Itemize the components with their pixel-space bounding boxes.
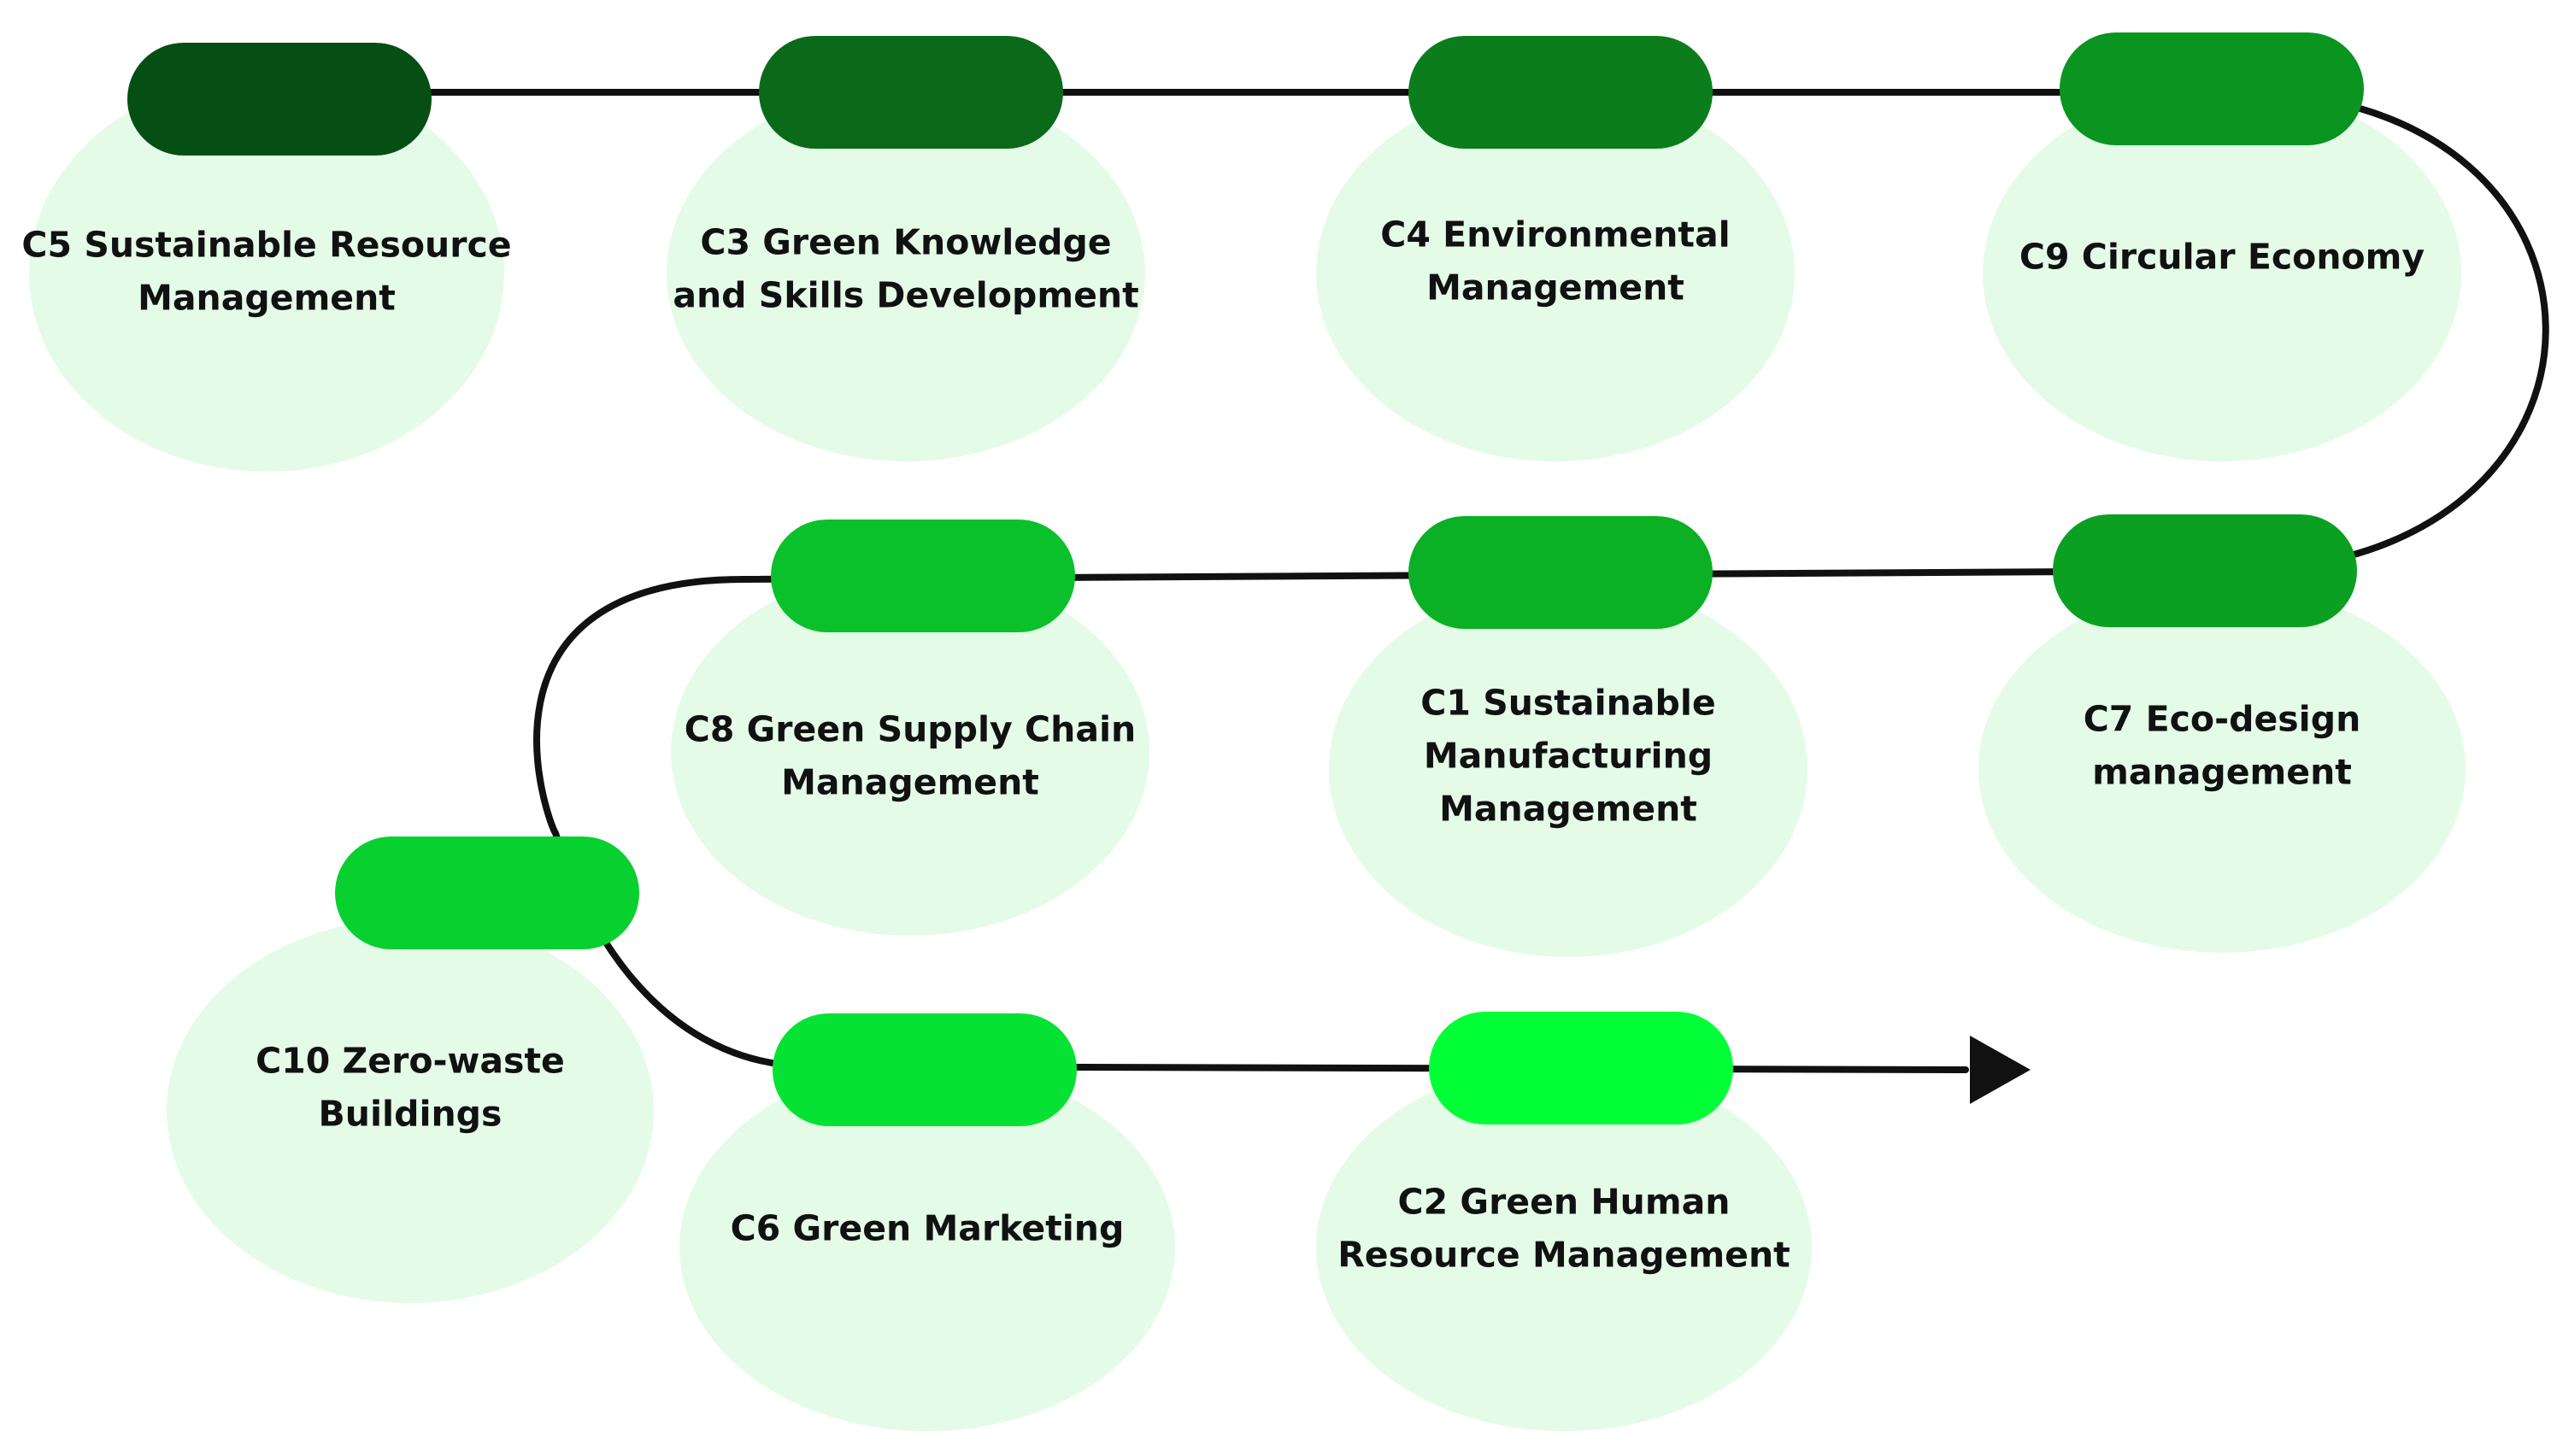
- label-line: Management: [138, 277, 396, 318]
- connector-path: [424, 89, 2549, 1073]
- label-line: C5 Sustainable Resource: [21, 224, 511, 265]
- blob-c4: [1316, 85, 1795, 461]
- blob-c7: [1978, 585, 2466, 953]
- label-line: C1 Sustainable: [1420, 682, 1715, 723]
- pill-c2: [1429, 1012, 1733, 1124]
- pill-c9: [2060, 32, 2364, 145]
- blob-layer: [29, 75, 2466, 1431]
- blob-c1: [1329, 581, 1808, 957]
- label-line: Management: [1439, 788, 1697, 829]
- label-c6: C6 Green Marketing: [731, 1207, 1125, 1248]
- label-line: C2 Green Human: [1398, 1181, 1731, 1222]
- label-line: Buildings: [319, 1093, 503, 1134]
- pill-c4: [1408, 36, 1713, 149]
- label-c9: C9 Circular Economy: [2019, 236, 2425, 277]
- label-line: C10 Zero-waste: [256, 1040, 565, 1081]
- pill-c5: [127, 43, 432, 156]
- label-line: C6 Green Marketing: [731, 1207, 1125, 1248]
- pill-c10: [335, 837, 639, 949]
- label-line: C9 Circular Economy: [2019, 236, 2425, 277]
- pill-c7: [2053, 514, 2357, 627]
- blob-c9: [1983, 85, 2461, 461]
- label-line: Manufacturing: [1424, 735, 1713, 776]
- blob-c5: [29, 75, 504, 472]
- blob-c3: [667, 85, 1145, 461]
- pill-c6: [773, 1013, 1077, 1126]
- arrow-head: [1970, 1036, 2031, 1104]
- pill-c1: [1408, 516, 1713, 629]
- label-c3: C3 Green Knowledge and Skills Development: [673, 221, 1138, 315]
- label-line: C4 Environmental: [1380, 214, 1730, 255]
- label-line: and Skills Development: [673, 274, 1138, 315]
- pill-c3: [759, 36, 1063, 149]
- label-c7: C7 Eco-design management: [2084, 698, 2361, 792]
- pill-c8: [771, 520, 1075, 632]
- blob-c10: [167, 919, 654, 1303]
- label-line: Management: [1426, 267, 1684, 308]
- blob-c8: [671, 568, 1149, 936]
- pill-layer: [127, 32, 2364, 1126]
- blob-c2: [1316, 1064, 1812, 1431]
- blob-c6: [679, 1064, 1175, 1431]
- label-line: Management: [781, 761, 1039, 802]
- label-line: Resource Management: [1337, 1234, 1790, 1275]
- label-line: C8 Green Supply Chain: [685, 708, 1137, 749]
- label-line: C3 Green Knowledge: [700, 221, 1111, 262]
- label-line: management: [2092, 751, 2352, 792]
- label-line: C7 Eco-design: [2084, 698, 2361, 739]
